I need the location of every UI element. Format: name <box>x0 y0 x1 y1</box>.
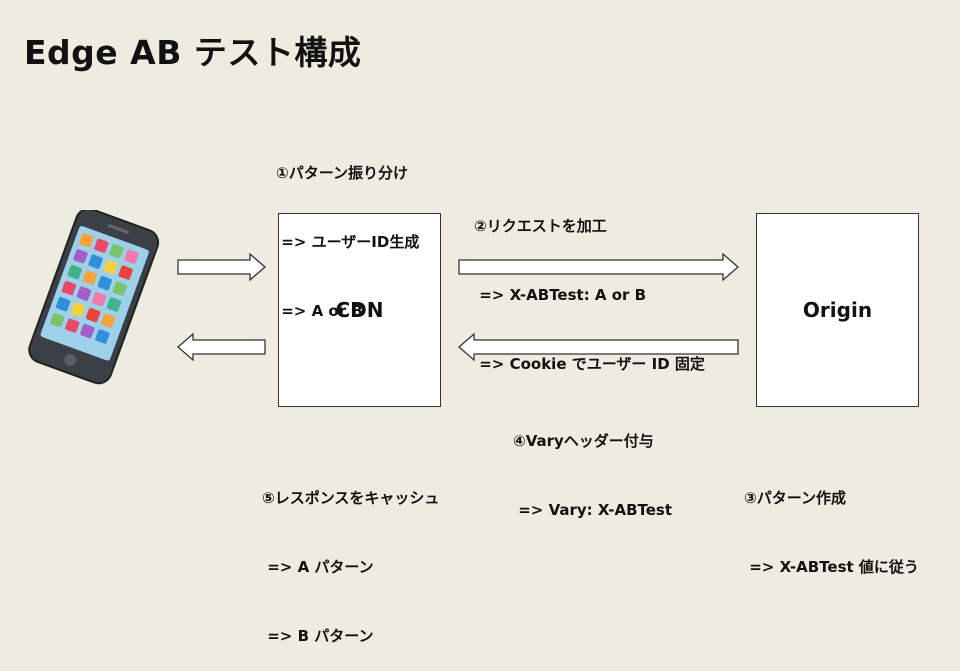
arrow-cdn-to-phone <box>177 332 266 362</box>
origin-label: Origin <box>802 298 873 322</box>
step3-note: ③パターン作成 => X-ABTest 値に従う <box>744 441 919 602</box>
smartphone-icon <box>28 210 160 385</box>
step2-heading: ②リクエストを加工 <box>474 217 607 235</box>
step5-line: => B パターン <box>262 627 374 645</box>
origin-node: Origin <box>756 213 919 407</box>
arrow-phone-to-cdn <box>177 252 266 282</box>
cdn-label: CDN <box>335 298 384 322</box>
step3-line: => X-ABTest 値に従う <box>744 558 919 576</box>
page-title: Edge AB テスト構成 <box>24 33 362 72</box>
step2-line: => Cookie でユーザー ID 固定 <box>474 355 705 373</box>
step5-heading: ⑤レスポンスをキャッシュ <box>262 489 440 507</box>
step4-heading: ④Varyヘッダー付与 <box>513 432 654 450</box>
step5-note: ⑤レスポンスをキャッシュ => A パターン => B パターン <box>262 441 439 671</box>
step4-line: => Vary: X-ABTest <box>513 501 673 519</box>
step2-line: => X-ABTest: A or B <box>474 286 647 304</box>
arrow-cdn-to-origin <box>458 252 739 282</box>
cdn-node: CDN <box>278 213 441 407</box>
arrow-origin-to-cdn <box>458 332 739 362</box>
step5-line: => A パターン <box>262 558 374 576</box>
step1-heading: ①パターン振り分け <box>276 164 408 182</box>
step3-heading: ③パターン作成 <box>744 489 846 507</box>
step1-note: ①パターン振り分け => ユーザーID生成 => A or B <box>276 116 419 346</box>
step1-line: => A or B <box>276 302 363 320</box>
step2-note: ②リクエストを加工 => X-ABTest: A or B => Cookie … <box>474 169 705 399</box>
step1-line: => ユーザーID生成 <box>276 233 420 251</box>
step4-note: ④Varyヘッダー付与 => Vary: X-ABTest <box>513 384 672 545</box>
